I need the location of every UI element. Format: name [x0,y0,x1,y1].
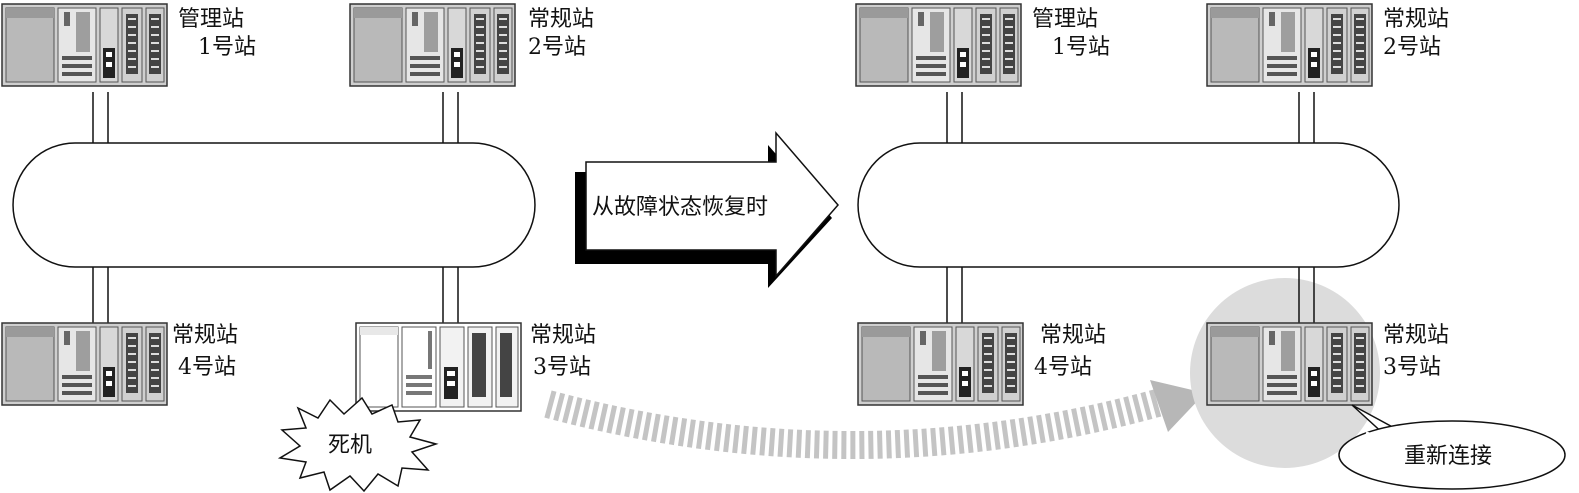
station-2-role: 常规站 [528,7,594,32]
recovery-arrow-body [585,130,839,278]
station-3-number-right: 3号站 [1383,355,1441,380]
plc-station-1-right [855,3,1022,87]
recovery-arrow-label: 从故障状态恢复时 [592,195,768,220]
reconnect-label: 重新连接 [1404,444,1492,469]
station-3-role: 常规站 [530,323,596,348]
left-drop-lines [92,92,459,323]
crash-burst-shape [277,396,439,493]
plc-station-4-right [857,322,1024,406]
reconnect-callout-bubble [1338,420,1566,490]
left-ring-bus [12,142,536,268]
reconnect-callout: 重新连接 [1338,404,1566,490]
plc-station-1 [1,3,168,87]
plc-station-3-crashed [355,322,522,412]
station-3-number: 3号站 [533,355,591,380]
station-4-number-right: 4号站 [1034,355,1092,380]
station-1-role: 管理站 [178,7,244,32]
left-network: 管理站 1号站 常规站 2号站 常规站 4号站 常规站 3号站 死机 [1,3,596,493]
faded-reconnect-arrow [544,380,1205,459]
right-drop-lines [946,92,1315,323]
station-4-number: 4号站 [178,355,236,380]
station-2-role-right: 常规站 [1383,7,1449,32]
station-4-role: 常规站 [172,323,238,348]
plc-station-4 [1,322,168,406]
station-1-role-right: 管理站 [1032,7,1098,32]
right-ring-bus [857,142,1400,268]
right-network: 管理站 1号站 常规站 2号站 常规站 4号站 常规站 3号站 重新连接 [855,3,1566,490]
recovery-arrow: 从故障状态恢复时 [575,130,839,288]
station-2-number-right: 2号站 [1383,35,1441,60]
plc-station-2-right [1206,3,1373,87]
crash-burst: 死机 [277,396,439,493]
plc-station-3-right [1206,322,1373,406]
faded-arrow-head [1150,380,1205,432]
station-3-role-right: 常规站 [1383,323,1449,348]
plc-station-2 [349,3,516,87]
station-1-number-right: 1号站 [1052,35,1110,60]
station-4-role-right: 常规站 [1040,323,1106,348]
station-2-number: 2号站 [528,35,586,60]
faded-arrow-body [544,386,1172,459]
station-1-number: 1号站 [198,35,256,60]
crash-label: 死机 [328,433,372,458]
